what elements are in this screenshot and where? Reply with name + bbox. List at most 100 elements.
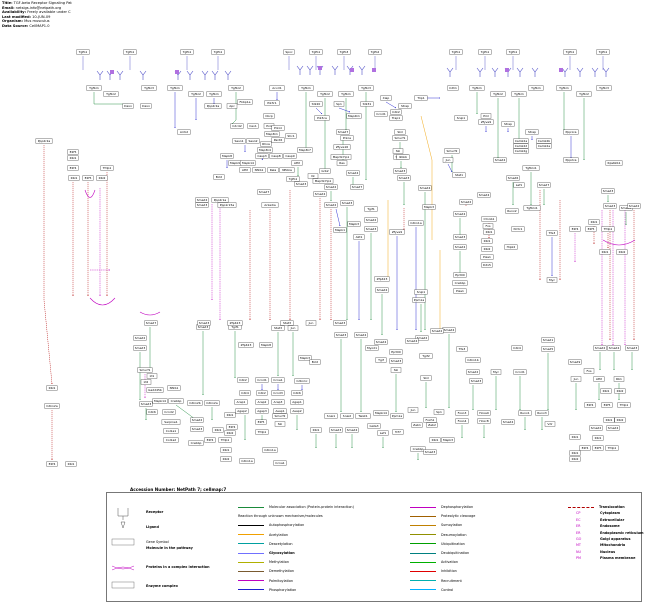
gene-node[interactable]: Tfdp1 — [218, 437, 232, 443]
gene-node[interactable]: Rbl1 — [603, 417, 615, 423]
gene-node[interactable]: Cdkn1b — [465, 357, 481, 363]
gene-node[interactable]: Rbl2 — [220, 456, 232, 462]
gene-node[interactable]: Ikbkb — [396, 154, 410, 160]
gene-node[interactable]: Tfdp1 — [605, 445, 619, 451]
gene-node[interactable]: Zfyve9 — [389, 229, 405, 235]
gene-node[interactable]: Akt1 — [353, 234, 365, 240]
gene-node[interactable]: Ilk — [307, 173, 319, 179]
gene-node[interactable]: Zfyve16 — [333, 144, 351, 150]
gene-node[interactable]: Stat3 — [271, 325, 285, 331]
gene-node[interactable]: Col1a2 — [163, 437, 179, 443]
gene-node[interactable]: Fkbp1a — [237, 99, 253, 105]
gene-node[interactable]: Ccne1 — [271, 377, 285, 383]
gene-node[interactable]: Smad7 — [144, 320, 158, 326]
ligand-node[interactable]: Tgfb1 — [309, 49, 323, 55]
gene-node[interactable]: Cdkn1a — [408, 220, 424, 226]
gene-node[interactable]: Smad3 — [389, 358, 403, 364]
gene-node[interactable]: Foxh1 — [423, 417, 437, 423]
gene-node[interactable]: Tfdp1 — [601, 226, 615, 232]
gene-node[interactable]: Smad6 — [506, 175, 520, 181]
receptor-node[interactable]: Tgfbr2 — [188, 91, 204, 97]
gene-node[interactable]: Asap2 — [290, 408, 304, 414]
gene-node[interactable]: Smad3 — [393, 168, 407, 174]
gene-node[interactable]: Prkce — [340, 135, 354, 141]
receptor-node[interactable]: Tgfbr3 — [358, 85, 374, 91]
gene-node[interactable]: Lef1 — [377, 430, 389, 436]
gene-node[interactable]: Stk31 — [360, 101, 374, 107]
gene-node[interactable]: Map3k4 — [257, 147, 273, 153]
gene-node[interactable]: Smad7 — [257, 189, 271, 195]
gene-node[interactable]: Smad4 — [195, 197, 209, 203]
gene-node[interactable]: Mapk14 — [373, 410, 389, 416]
gene-node[interactable]: Gata3 — [367, 423, 381, 429]
gene-node[interactable]: Cdkn1a — [262, 447, 278, 453]
gene-node[interactable]: Tfdp1 — [255, 429, 269, 435]
gene-node[interactable]: Cdc42 — [230, 123, 244, 129]
gene-node[interactable]: Ppp1ca — [563, 129, 579, 135]
gene-node[interactable]: Rbl2 — [569, 456, 581, 462]
receptor-node[interactable]: Tgfbr1 — [556, 85, 572, 91]
gene-node[interactable]: Smad3 — [139, 401, 153, 407]
gene-node[interactable]: Smad4 — [375, 287, 389, 293]
gene-node[interactable]: Tgfb1 — [286, 176, 300, 182]
gene-node[interactable]: Ccnd1 — [374, 111, 388, 117]
gene-node[interactable]: E2f4 — [569, 226, 581, 232]
gene-node[interactable]: Smad4 — [607, 345, 621, 351]
gene-node[interactable]: Cdk4 — [239, 390, 251, 396]
gene-node[interactable]: Xiap — [380, 95, 392, 101]
gene-node[interactable]: Map2k1 — [346, 113, 362, 119]
gene-node[interactable]: Atf2 — [593, 376, 605, 382]
gene-node[interactable]: Tfdp1 — [100, 165, 114, 171]
gene-node[interactable]: Rbl1 — [65, 461, 77, 467]
gene-node[interactable]: Smad2 — [324, 202, 338, 208]
receptor-node[interactable]: Tgfbr1 — [338, 91, 354, 97]
gene-node[interactable]: Cdk2 — [256, 390, 268, 396]
gene-node[interactable]: Foxo4 — [455, 418, 469, 424]
gene-node[interactable]: Cdk2 — [237, 377, 249, 383]
gene-node[interactable]: Trap1 — [389, 115, 403, 121]
receptor-node[interactable]: Tgfbr3 — [141, 85, 157, 91]
gene-node[interactable]: Sp1 — [433, 409, 445, 415]
gene-node[interactable]: Smad2 — [593, 345, 607, 351]
gene-node[interactable]: Tgif1 — [364, 206, 378, 212]
gene-node[interactable]: Camk2d — [513, 143, 529, 149]
gene-node[interactable]: Ppp1r15a — [217, 202, 237, 208]
gene-node[interactable]: Strap — [525, 129, 539, 135]
gene-node[interactable]: Daxx — [122, 103, 134, 109]
gene-node[interactable]: Asap1 — [273, 408, 287, 414]
gene-node[interactable]: Mapk9 — [228, 160, 242, 166]
gene-node[interactable]: Smad4 — [606, 425, 620, 431]
gene-node[interactable]: Smad3 — [603, 203, 617, 209]
gene-node[interactable]: Serpine1 — [161, 419, 181, 425]
gene-node[interactable]: Ctnnb1 — [481, 216, 497, 222]
gene-node[interactable]: Id1 — [146, 373, 158, 379]
gene-node[interactable]: Smad9 — [568, 359, 582, 365]
gene-node[interactable]: Smad3 — [625, 345, 639, 351]
gene-node[interactable]: Twist1 — [355, 413, 371, 419]
gene-node[interactable]: Rbl1 — [599, 249, 611, 255]
receptor-node[interactable]: Tgfbr2 — [317, 91, 333, 97]
gene-node[interactable]: Smurf2 — [272, 413, 288, 419]
gene-node[interactable]: Snai2 — [340, 413, 354, 419]
gene-node[interactable]: Stat3 — [280, 320, 294, 326]
gene-node[interactable]: Ccnd1 — [513, 369, 527, 375]
gene-node[interactable]: Agap3 — [255, 408, 269, 414]
ligand-node[interactable]: Tgfb1 — [76, 49, 90, 55]
gene-node[interactable]: Atf2 — [239, 167, 251, 173]
gene-node[interactable]: Cdkn2a — [44, 403, 60, 409]
gene-node[interactable]: Casp9 — [283, 153, 297, 159]
gene-node[interactable]: Rbl1 — [569, 450, 581, 456]
gene-node[interactable]: Tgif — [375, 357, 387, 363]
gene-node[interactable]: Smad4 — [501, 419, 515, 425]
gene-node[interactable]: Rbl1 — [592, 435, 604, 441]
gene-node[interactable]: Tfe3 — [456, 346, 468, 352]
gene-node[interactable]: Zeb1 — [411, 422, 423, 428]
gene-node[interactable]: Smad4 — [493, 157, 507, 163]
gene-node[interactable]: Rela — [267, 167, 279, 173]
ligand-node[interactable]: Tgfb1 — [449, 49, 463, 55]
gene-node[interactable]: Skil — [394, 129, 406, 135]
gene-node[interactable]: Stk20 — [309, 101, 323, 107]
gene-node[interactable]: Cdk6 — [291, 390, 303, 396]
gene-node[interactable]: Pard6 — [271, 137, 285, 143]
gene-node[interactable]: Arap1 — [234, 399, 248, 405]
